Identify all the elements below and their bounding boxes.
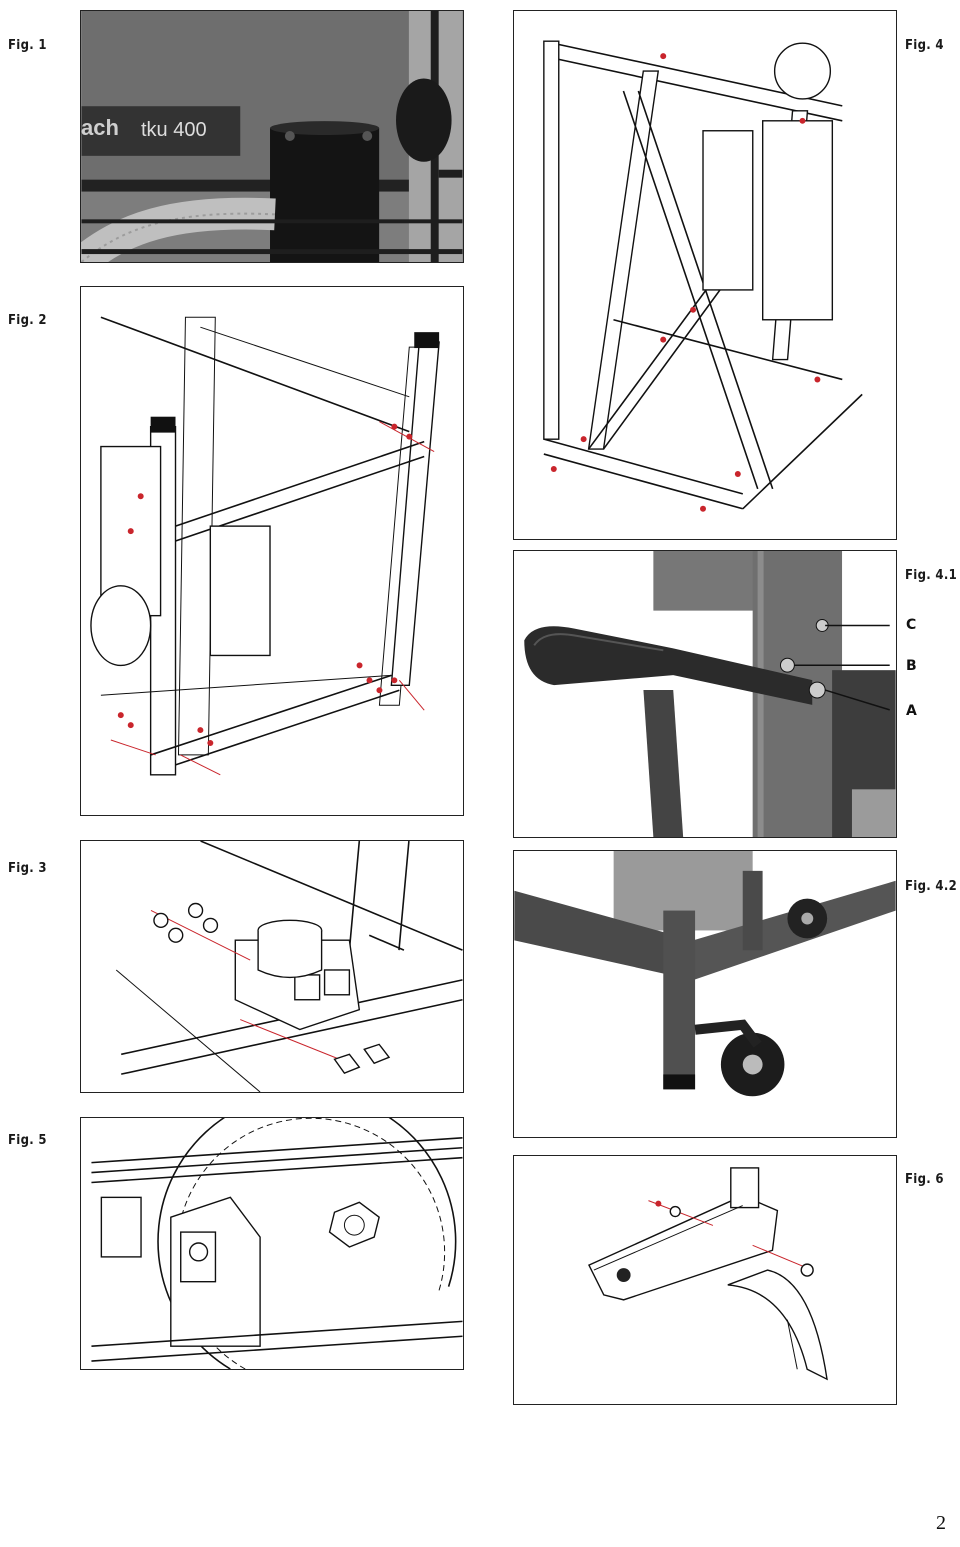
- fig3-panel: [80, 840, 464, 1093]
- page-number: 2: [936, 1512, 946, 1534]
- fig4-2-wheel-photo: [514, 851, 896, 1137]
- fig4-1-push-handle-photo: [514, 551, 896, 837]
- fig1-photo: ach tku 400: [80, 10, 464, 263]
- fig5-panel: [80, 1117, 464, 1370]
- fig4-label: Fig. 4: [905, 38, 944, 53]
- callout-c: C: [906, 617, 917, 633]
- fig4-2-label: Fig. 4.2: [905, 879, 958, 894]
- fig2-stand-frame-drawing: [90, 316, 440, 776]
- fig4-2-panel: [513, 850, 897, 1138]
- fig5-label: Fig. 5: [8, 1133, 47, 1148]
- fig6-label: Fig. 6: [905, 1172, 944, 1187]
- callout-b: B: [906, 658, 917, 674]
- fig2-panel: [80, 286, 464, 816]
- fig4-1-label: Fig. 4.1: [905, 568, 958, 583]
- fig1-model-text: tku 400: [141, 119, 207, 141]
- callout-a: A: [906, 703, 917, 719]
- fig5-saw-blade-drawing: [91, 1118, 463, 1369]
- fig6-riving-knife-drawing: [587, 1167, 828, 1381]
- fig1-dust-port-illustration: [81, 11, 463, 262]
- fig1-label: Fig. 1: [8, 38, 47, 53]
- fig3-switch-box-drawing: [115, 841, 463, 1092]
- fig1-brand-fragment: ach: [81, 115, 119, 140]
- fig2-label: Fig. 2: [8, 313, 47, 328]
- fig4-panel: [513, 10, 897, 540]
- fig3-label: Fig. 3: [8, 861, 47, 876]
- fig4-stand-frame-drawing: [543, 40, 863, 512]
- fig6-panel: [513, 1155, 897, 1405]
- fig4-1-panel: [513, 550, 897, 838]
